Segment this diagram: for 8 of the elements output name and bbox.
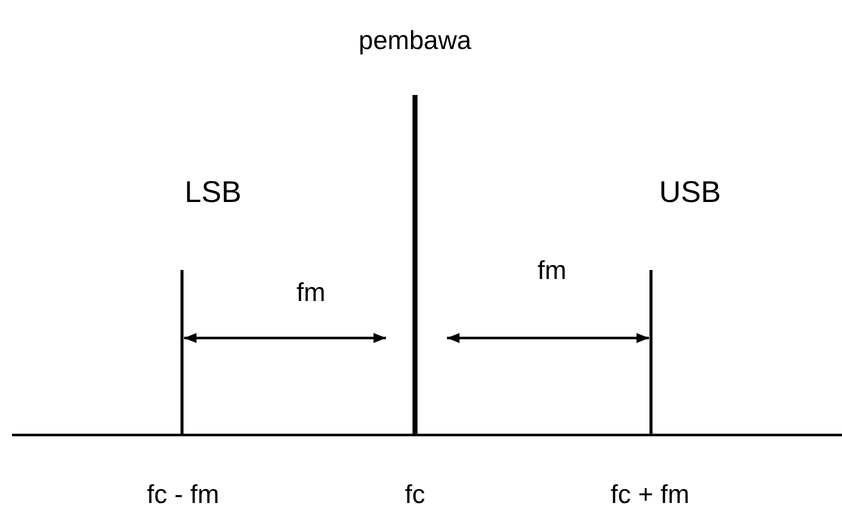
carrier-label: pembawa — [358, 27, 472, 53]
dimension-label: fm — [538, 257, 566, 283]
axis-tick-label: fc — [404, 481, 426, 507]
dimension-label: fm — [296, 279, 326, 305]
sideband-label: USB — [659, 178, 721, 208]
axis-tick-label: fc - fm — [146, 481, 220, 507]
axis-tick-label: fc + fm — [610, 481, 690, 507]
sideband-label: LSB — [184, 178, 242, 208]
